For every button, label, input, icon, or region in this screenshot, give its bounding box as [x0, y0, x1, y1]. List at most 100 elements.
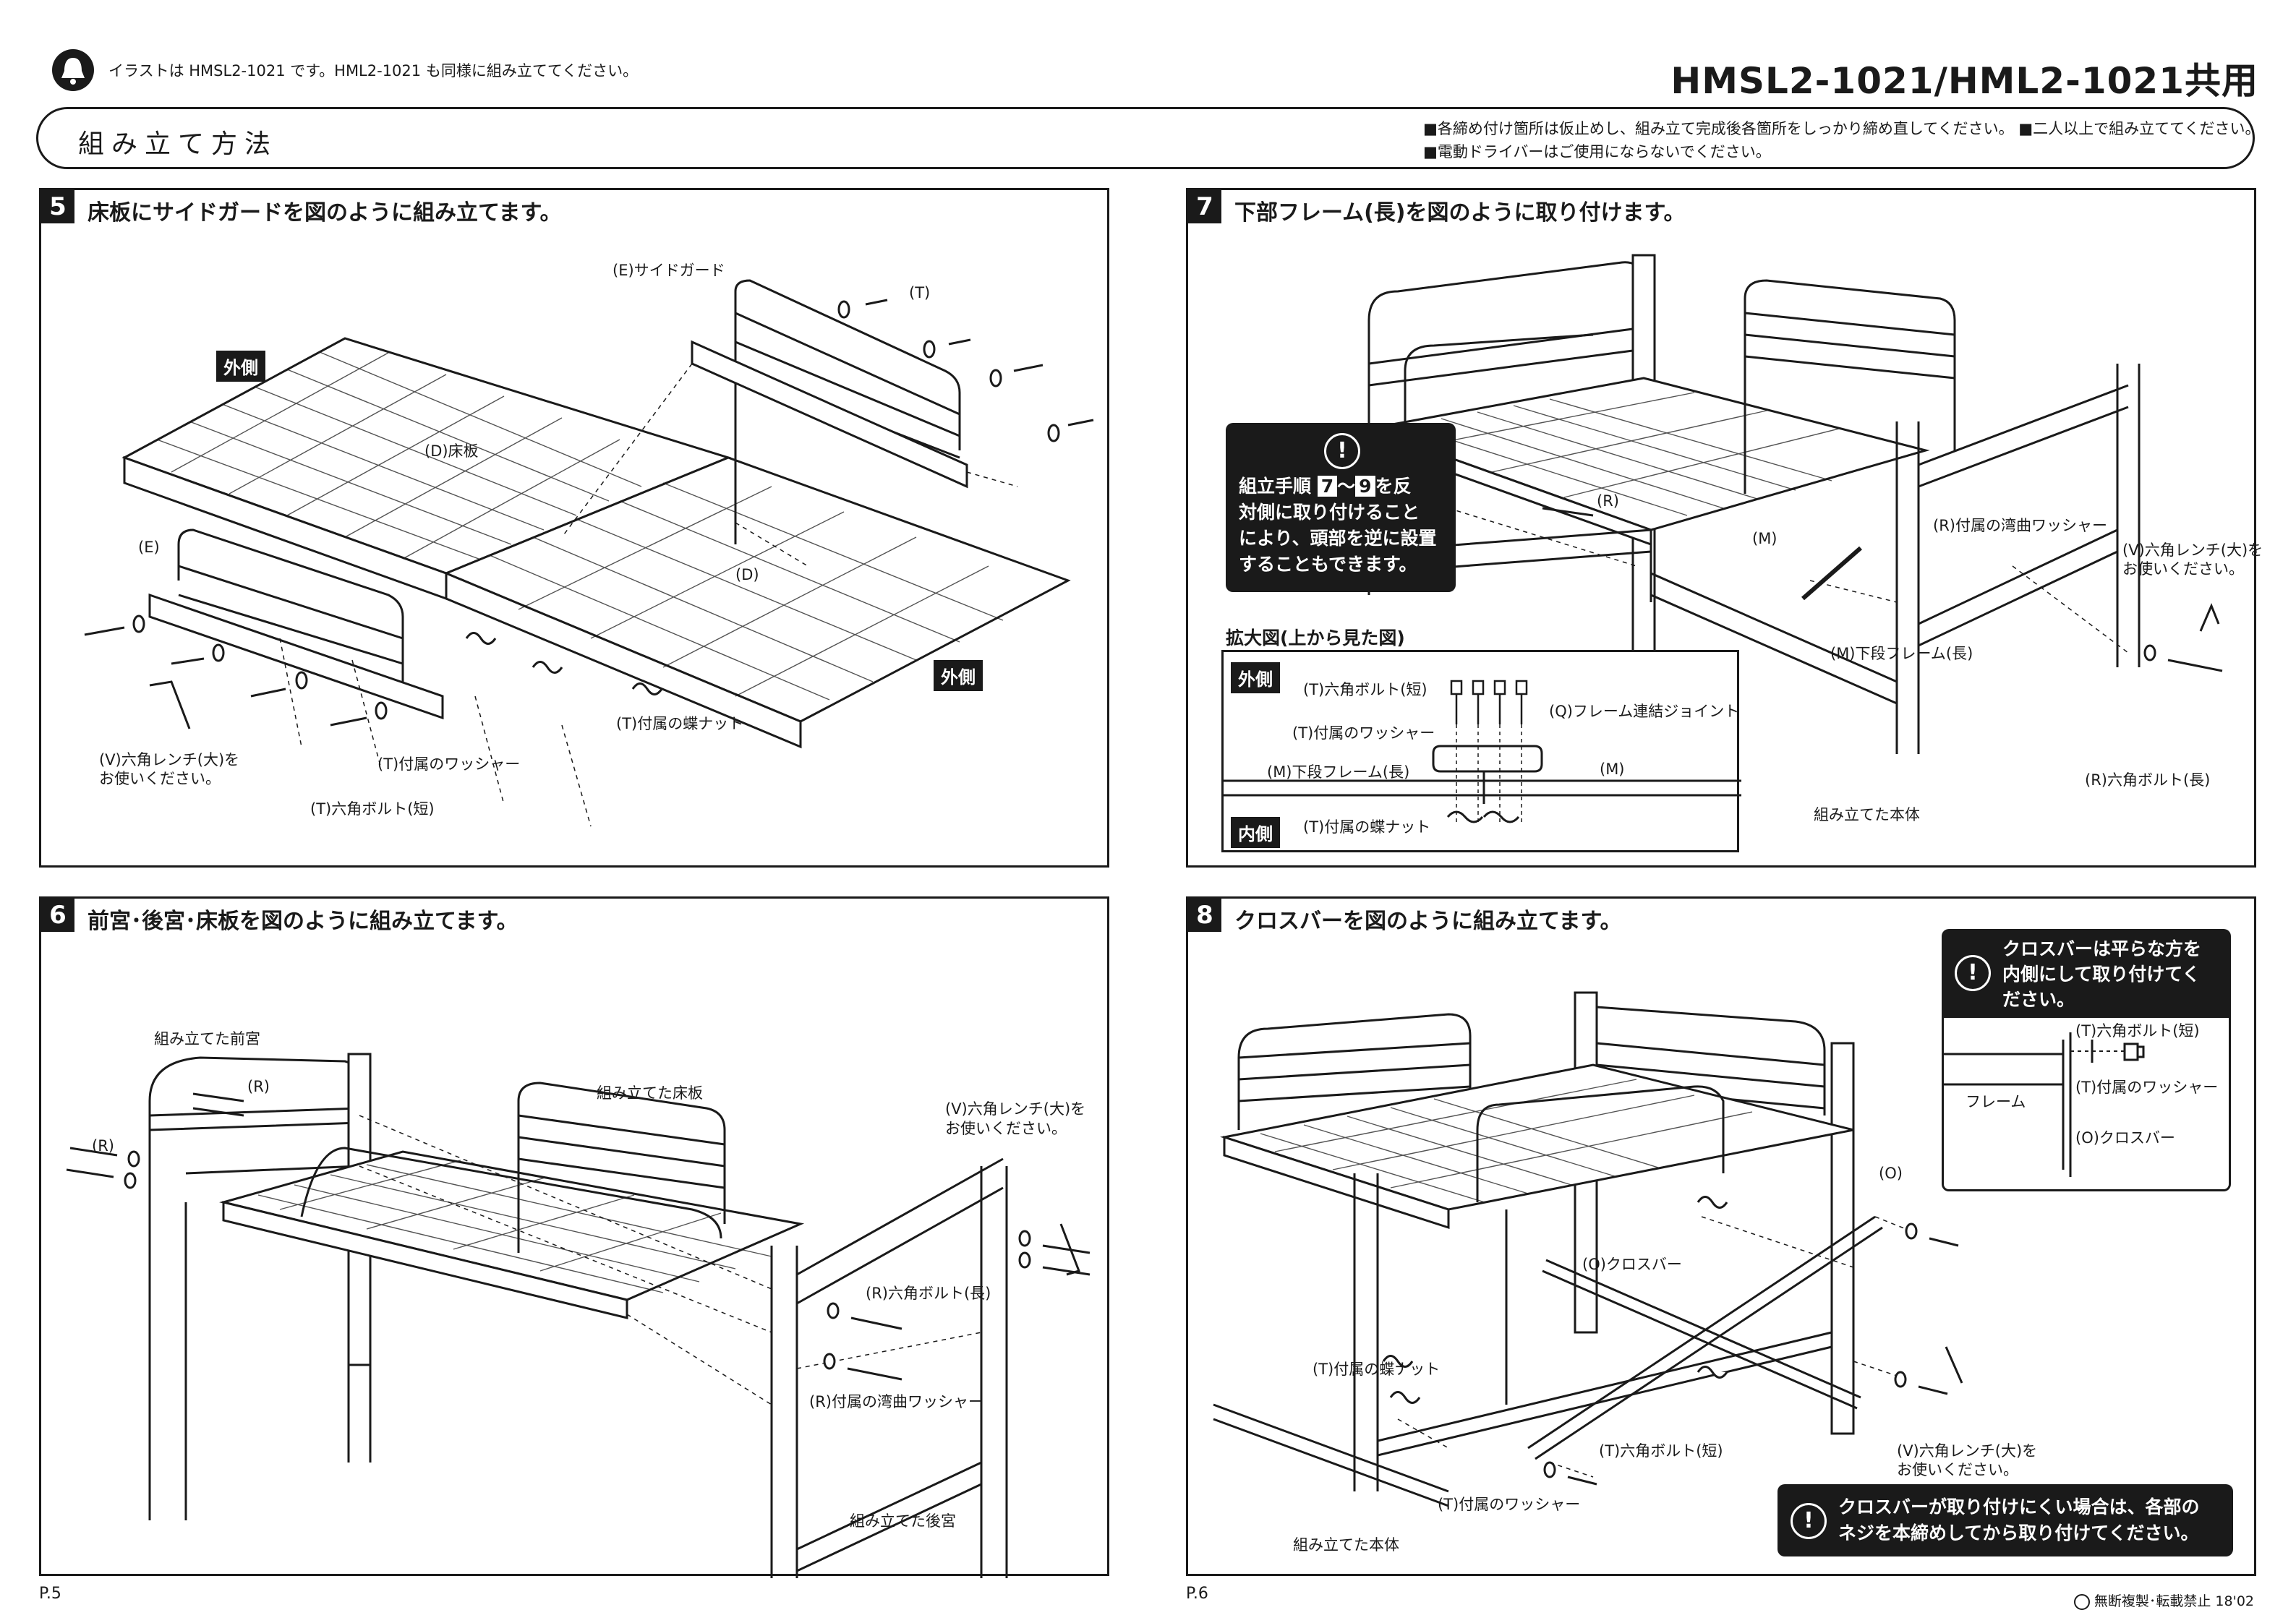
zoom-label-joint: (Q)フレーム連結ジョイント — [1549, 703, 1740, 720]
zoom-badge-outer: 外側 — [1231, 662, 1280, 693]
label-assembled-floor: 組み立てた床板 — [597, 1084, 703, 1102]
tip-text-2: 内側にして取り付けてく — [2002, 964, 2201, 985]
label-washer: (T)付属のワッシャー — [377, 755, 521, 773]
label-wrench-1: (V)六角レンチ(大)を — [99, 751, 240, 768]
warn-text-1: 組立手順 — [1239, 476, 1312, 497]
warn-step-9: 9 — [1355, 476, 1375, 497]
step5-illustration — [84, 279, 1094, 827]
step8-tip-body: (T)六角ボルト(短) フレーム (T)付属のワッシャー (O)クロスバー — [1942, 1018, 2231, 1191]
step6-number: 6 — [41, 899, 74, 932]
warn-text-2: を反 — [1375, 476, 1412, 497]
step8-illustration — [1213, 991, 1963, 1507]
label-wrench-2: お使いください。 — [2122, 560, 2244, 578]
step7-title: 下部フレーム(長)を図のように取り付けます。 — [1234, 200, 1686, 226]
label-e: (E) — [138, 539, 160, 556]
step6-panel: 6 前宮･後宮･床板を図のように組み立てます。 — [39, 896, 1109, 1578]
label-o: (O) — [1879, 1165, 1903, 1182]
zoom-label-nut: (T)付属の蝶ナット — [1303, 818, 1431, 836]
label-wrench-1: (V)六角レンチ(大)を — [2122, 541, 2263, 559]
tip-text: クロスバーは平らな方を 内側にして取り付けてく ださい。 — [2002, 936, 2201, 1012]
label-m: (M) — [1752, 530, 1778, 547]
step8-title: クロスバーを図のように組み立てます。 — [1234, 909, 1622, 934]
zoom-label-m: (M) — [1600, 761, 1625, 778]
zoom-label-frame: (M)下段フレーム(長) — [1267, 763, 1410, 781]
warning-icon: ! — [1955, 955, 1991, 991]
label-wrench-1: (V)六角レンチ(大)を — [945, 1100, 1086, 1118]
warning-icon: ! — [1791, 1503, 1827, 1539]
label-front-head: 組み立てた前宮 — [154, 1030, 260, 1048]
bell-icon — [52, 49, 94, 91]
label-lower-frame: (M)下段フレーム(長) — [1830, 645, 1973, 662]
warning-icon: ! — [1324, 433, 1360, 469]
tip-text-3: ださい。 — [2002, 989, 2075, 1010]
label-floor-d: (D)床板 — [424, 442, 479, 460]
label-d: (D) — [735, 566, 759, 583]
zoom-label-bolt: (T)六角ボルト(短) — [1303, 681, 1427, 698]
step8-warning-box: ! クロスバーが取り付けにくい場合は、各部の ネジを本締めしてから取り付けてくだ… — [1778, 1484, 2233, 1556]
step8-number: 8 — [1188, 899, 1221, 932]
notes-line-2: ■電動ドライバーはご使用にならないでください。 — [1423, 143, 1771, 160]
warn-text-5: することもできます。 — [1239, 554, 1417, 575]
label-wrench-2: お使いください。 — [1897, 1461, 2018, 1478]
zoom-illustration — [1224, 680, 1741, 826]
badge-outer-2: 外側 — [934, 660, 983, 691]
header-note: イラストは HMSL2-1021 です。HML2-1021 も同様に組み立ててく… — [108, 62, 639, 80]
label-bolt-short: (T)六角ボルト(短) — [1599, 1442, 1723, 1460]
warn-text-3: 対側に取り付けること — [1239, 502, 1420, 523]
label-r1: (R) — [247, 1078, 270, 1095]
tip-label-washer: (T)付属のワッシャー — [2075, 1079, 2219, 1096]
step6-title: 前宮･後宮･床板を図のように組み立てます。 — [88, 909, 518, 934]
label-wrench-1: (V)六角レンチ(大)を — [1897, 1442, 2038, 1460]
label-r2: (R) — [92, 1137, 114, 1155]
copyright-text: 無断複製･転載禁止 18'02 — [2094, 1593, 2254, 1609]
copyright-note: 無断複製･転載禁止 18'02 — [2073, 1590, 2254, 1610]
label-wrench-2: お使いください。 — [945, 1120, 1067, 1137]
label-bolt-short: (T)六角ボルト(短) — [310, 800, 435, 818]
label-curved-washer: (R)付属の湾曲ワッシャー — [1933, 517, 2107, 534]
label-wing-nut: (T)付属の蝶ナット — [616, 715, 744, 732]
step7-number: 7 — [1188, 190, 1221, 223]
step5-number: 5 — [41, 190, 74, 223]
label-side-guard: (E)サイドガード — [613, 262, 725, 279]
warn-text-4: により、頭部を逆に設置 — [1239, 528, 1437, 549]
label-t-top: (T) — [909, 284, 931, 301]
tip-text-1: クロスバーは平らな方を — [2002, 938, 2202, 959]
label-bolt-long: (R)六角ボルト(長) — [866, 1285, 991, 1302]
label-wing-nut: (T)付属の蝶ナット — [1313, 1361, 1441, 1378]
step8-tip-header: ! クロスバーは平らな方を 内側にして取り付けてく ださい。 — [1942, 929, 2231, 1020]
label-crossbar: (O)クロスバー — [1582, 1256, 1682, 1273]
warn-step-7: 7 — [1317, 476, 1338, 497]
step5-title: 床板にサイドガードを図のように組み立てます。 — [88, 200, 562, 226]
step6-illustration — [66, 1053, 1091, 1578]
notes-line-1: ■各締め付け箇所は仮止めし、組み立て完成後各箇所をしっかり締め直してください。 … — [1423, 120, 2261, 137]
warn-text-1: クロスバーが取り付けにくい場合は、各部の — [1838, 1496, 2200, 1517]
warn-tilde: ～ — [1337, 476, 1356, 497]
label-assembled-body: 組み立てた本体 — [1814, 806, 1920, 823]
label-r: (R) — [1597, 492, 1619, 510]
step7-panel: 7 下部フレーム(長)を図のように取り付けます。 — [1186, 188, 2263, 868]
copyright-icon — [2073, 1593, 2090, 1610]
warn-text-2: ネジを本締めしてから取り付けてください。 — [1838, 1523, 2199, 1543]
badge-outer-1: 外側 — [216, 351, 265, 382]
tip-label-crossbar: (O)クロスバー — [2075, 1129, 2175, 1147]
zoom-inset: 外側 (T)六角ボルト(短) (T)付属のワッシャー (Q)フレーム連結ジョイン… — [1221, 650, 1741, 852]
tip-illustration — [1944, 1032, 2145, 1177]
header-notes: ■各締め付け箇所は仮止めし、組み立て完成後各箇所をしっかり締め直してください。 … — [1423, 117, 2260, 163]
section-title: 組み立て方法 — [78, 129, 278, 159]
tip-label-frame: フレーム — [1966, 1093, 2026, 1110]
page-number-5: P.5 — [39, 1585, 61, 1603]
zoom-label-washer: (T)付属のワッシャー — [1292, 724, 1435, 742]
label-washer: (T)付属のワッシャー — [1438, 1496, 1581, 1513]
zoom-badge-inner: 内側 — [1231, 817, 1280, 848]
tip-label-bolt: (T)六角ボルト(短) — [2075, 1022, 2200, 1040]
step5-panel: 5 床板にサイドガードを図のように組み立てます。 — [39, 188, 1109, 868]
step8-warning-text: クロスバーが取り付けにくい場合は、各部の ネジを本締めしてから取り付けてください… — [1838, 1494, 2200, 1546]
label-back-foot: 組み立てた後宮 — [850, 1512, 956, 1530]
label-curved-washer: (R)付属の湾曲ワッシャー — [809, 1393, 983, 1410]
page-number-6: P.6 — [1186, 1585, 1208, 1603]
label-wrench-2: お使いください。 — [99, 770, 221, 787]
section-header-bar — [36, 107, 2255, 169]
zoom-title: 拡大図(上から見た図) — [1226, 628, 1405, 648]
